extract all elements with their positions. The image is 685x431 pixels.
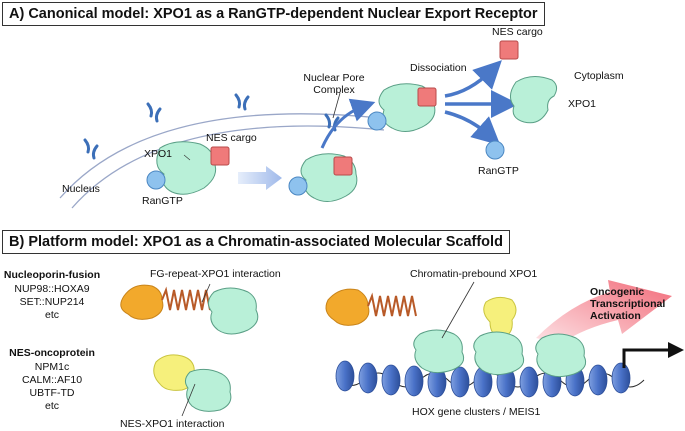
label-oncogenic-line2: Transcriptional <box>590 298 666 310</box>
chromatin-bound-xpo1 <box>535 333 587 378</box>
label-nes-xpo1-interaction: NES-XPO1 interaction <box>120 418 225 430</box>
xpo1-complex-cytoplasm <box>367 83 437 132</box>
label-dissociation: Dissociation <box>410 62 467 74</box>
label-oncogenic-line3: Activation <box>590 310 641 322</box>
label-nucleus: Nucleus <box>62 183 100 195</box>
fg-repeat-coil <box>161 286 211 311</box>
translocation-arrow <box>238 166 282 190</box>
label-fg-interaction: FG-repeat-XPO1 interaction <box>150 268 281 280</box>
nes-oncoprotein-item: etc <box>44 400 59 412</box>
label-oncogenic-line1: Oncogenic <box>590 286 645 298</box>
nucleoporin-fusion-molecule <box>120 284 259 335</box>
nuclear-membrane <box>59 113 385 209</box>
chromatin-bound-fusion <box>325 288 465 374</box>
chromatin-bound-oncoprotein <box>473 296 525 376</box>
nes-cargo-shape-pore <box>333 156 353 176</box>
xpo1-shape-nes <box>184 368 232 412</box>
nes-oncoprotein-heading: NES-oncoprotein <box>9 347 95 359</box>
dissociation-arrows <box>444 60 519 146</box>
free-xpo1 <box>510 76 558 124</box>
label-xpo1-right: XPO1 <box>568 98 597 110</box>
nucleosome <box>335 360 355 392</box>
nes-cargo-shape <box>210 146 230 166</box>
nucleoporin-fusion-item: SET::NUP214 <box>19 296 85 308</box>
panel-a-title: A) Canonical model: XPO1 as a RanGTP-dep… <box>2 2 545 26</box>
xpo1-shape-chromatin-2 <box>473 331 525 376</box>
nucleosomes <box>335 360 631 398</box>
npc-pointer-line <box>332 92 341 119</box>
label-xpo1-left: XPO1 <box>144 148 173 160</box>
label-nes-cargo-top: NES cargo <box>492 26 543 38</box>
nes-oncoprotein-molecule <box>153 354 232 412</box>
nes-cargo-shape-cyto <box>417 87 437 107</box>
nucleosome <box>588 364 608 396</box>
rangtp-shape-pore <box>288 176 308 196</box>
label-rangtp-right: RanGTP <box>478 165 519 177</box>
nucleosome <box>404 365 424 397</box>
nucleosome <box>519 366 539 398</box>
oncogenic-activation-arrow <box>536 280 672 344</box>
rangtp-shape-cyto <box>367 111 387 131</box>
label-npc-line1: Nuclear Pore <box>303 72 365 84</box>
label-npc-line2: Complex <box>313 84 355 96</box>
nuclear-pore-2 <box>146 102 162 123</box>
label-oncogenic-activation: Oncogenic Transcriptional Activation <box>590 286 665 322</box>
nucleoporin-fusion-heading: Nucleoporin-fusion <box>3 269 101 281</box>
npc-transit-arrow <box>320 98 376 149</box>
nes-oncoprotein-item: NPM1c <box>34 361 70 373</box>
label-hox-clusters: HOX gene clusters / MEIS1 <box>412 406 541 418</box>
xpo1-shape-chromatin-1 <box>413 329 465 374</box>
nucleosome <box>450 366 470 398</box>
nes-pointer-line <box>181 383 196 417</box>
xpo1-complex-nucleus <box>146 141 230 195</box>
nuclear-pore-3 <box>234 93 250 111</box>
label-cytoplasm: Cytoplasm <box>574 70 624 82</box>
free-nes-cargo <box>499 40 519 60</box>
xpo1-shape <box>156 141 217 195</box>
label-chromatin-prebound: Chromatin-prebound XPO1 <box>410 268 538 280</box>
xpo1-pointer-left <box>183 154 191 161</box>
label-npc: Nuclear Pore Complex <box>294 72 374 96</box>
nucleoporin-fusion-item: etc <box>44 309 59 321</box>
nucleosome <box>381 364 401 396</box>
nuclear-pore-4 <box>324 113 340 132</box>
nucleosome <box>611 362 631 394</box>
nucleosome <box>358 362 378 394</box>
rangtp-shape <box>146 170 166 190</box>
fg-pointer-line <box>201 283 211 303</box>
xpo1-shape-fg <box>208 287 259 335</box>
nucleoporin-fusion-item: NUP98::HOXA9 <box>14 283 90 295</box>
free-rangtp <box>485 140 505 160</box>
xpo1-complex-pore <box>288 153 358 202</box>
label-rangtp-left: RanGTP <box>142 195 183 207</box>
nes-oncoprotein-item: CALM::AF10 <box>21 374 83 386</box>
xpo1-shape-chromatin-3 <box>535 333 587 378</box>
transcription-arrow-head <box>668 342 684 358</box>
chromatin-pointer-line <box>441 281 475 339</box>
nes-oncoprotein-item: UBTF-TD <box>29 387 75 399</box>
panel-b-title: B) Platform model: XPO1 as a Chromatin-a… <box>2 230 510 254</box>
label-nes-cargo-mid: NES cargo <box>206 132 257 144</box>
nuclear-pore-1 <box>83 138 99 160</box>
transcription-start-arrow <box>622 348 670 368</box>
